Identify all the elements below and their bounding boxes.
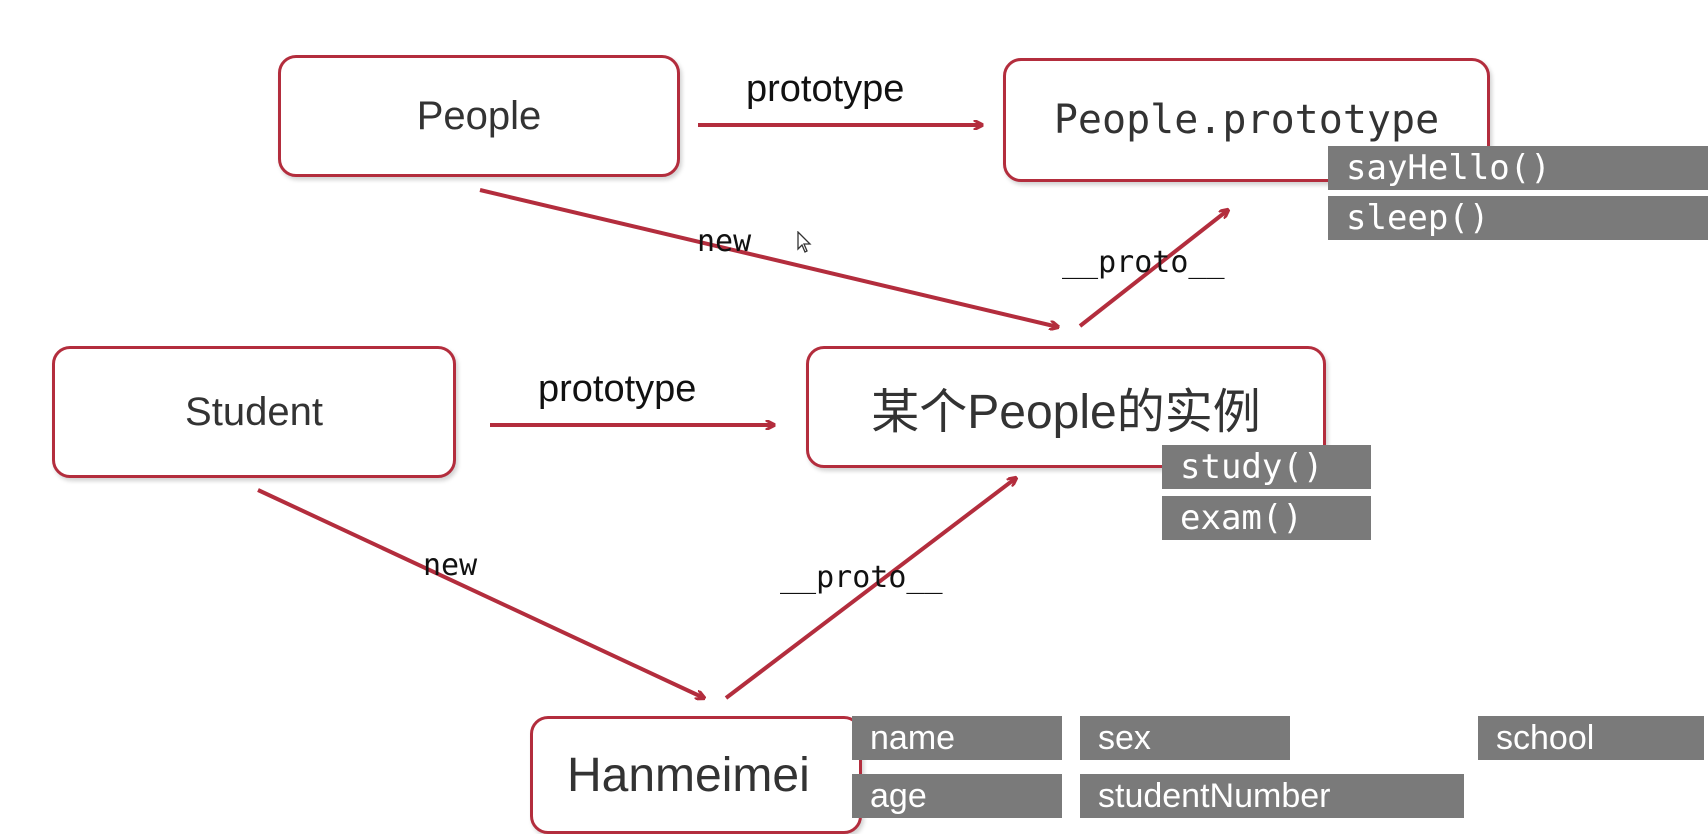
node-people: People (278, 55, 680, 177)
node-hanmeimei: Hanmeimei (530, 716, 862, 834)
prop-school: school (1478, 716, 1704, 760)
node-people-label: People (416, 93, 542, 138)
arrow-people-new (479, 188, 1058, 327)
node-people-prototype-label: People.prototype (1053, 97, 1440, 143)
prop-name: name (852, 716, 1062, 760)
label-people-prototype: prototype (746, 68, 905, 110)
method-sleep: sleep() (1328, 196, 1708, 240)
prop-age: age (852, 774, 1062, 818)
node-student: Student (52, 346, 456, 478)
method-say-hello: sayHello() (1328, 146, 1708, 190)
method-study: study() (1162, 445, 1371, 489)
label-student-prototype: prototype (538, 368, 697, 410)
node-hanmeimei-label: Hanmeimei (567, 748, 810, 802)
arrow-instance-proto (1078, 210, 1228, 328)
mouse-pointer-icon (797, 231, 812, 253)
node-student-label: Student (185, 389, 323, 434)
label-people-new: new (697, 224, 752, 259)
node-people-instance-label: 某个People的实例 (871, 386, 1261, 439)
prop-student-number: studentNumber (1080, 774, 1464, 818)
method-exam: exam() (1162, 496, 1371, 540)
arrow-student-new (257, 488, 704, 698)
prop-sex: sex (1080, 716, 1290, 760)
arrow-hanmeimei-proto (724, 478, 1016, 700)
label-student-new: new (423, 548, 478, 583)
label-hanmeimei-proto: __proto__ (780, 560, 943, 595)
label-instance-proto: __proto__ (1062, 245, 1225, 280)
